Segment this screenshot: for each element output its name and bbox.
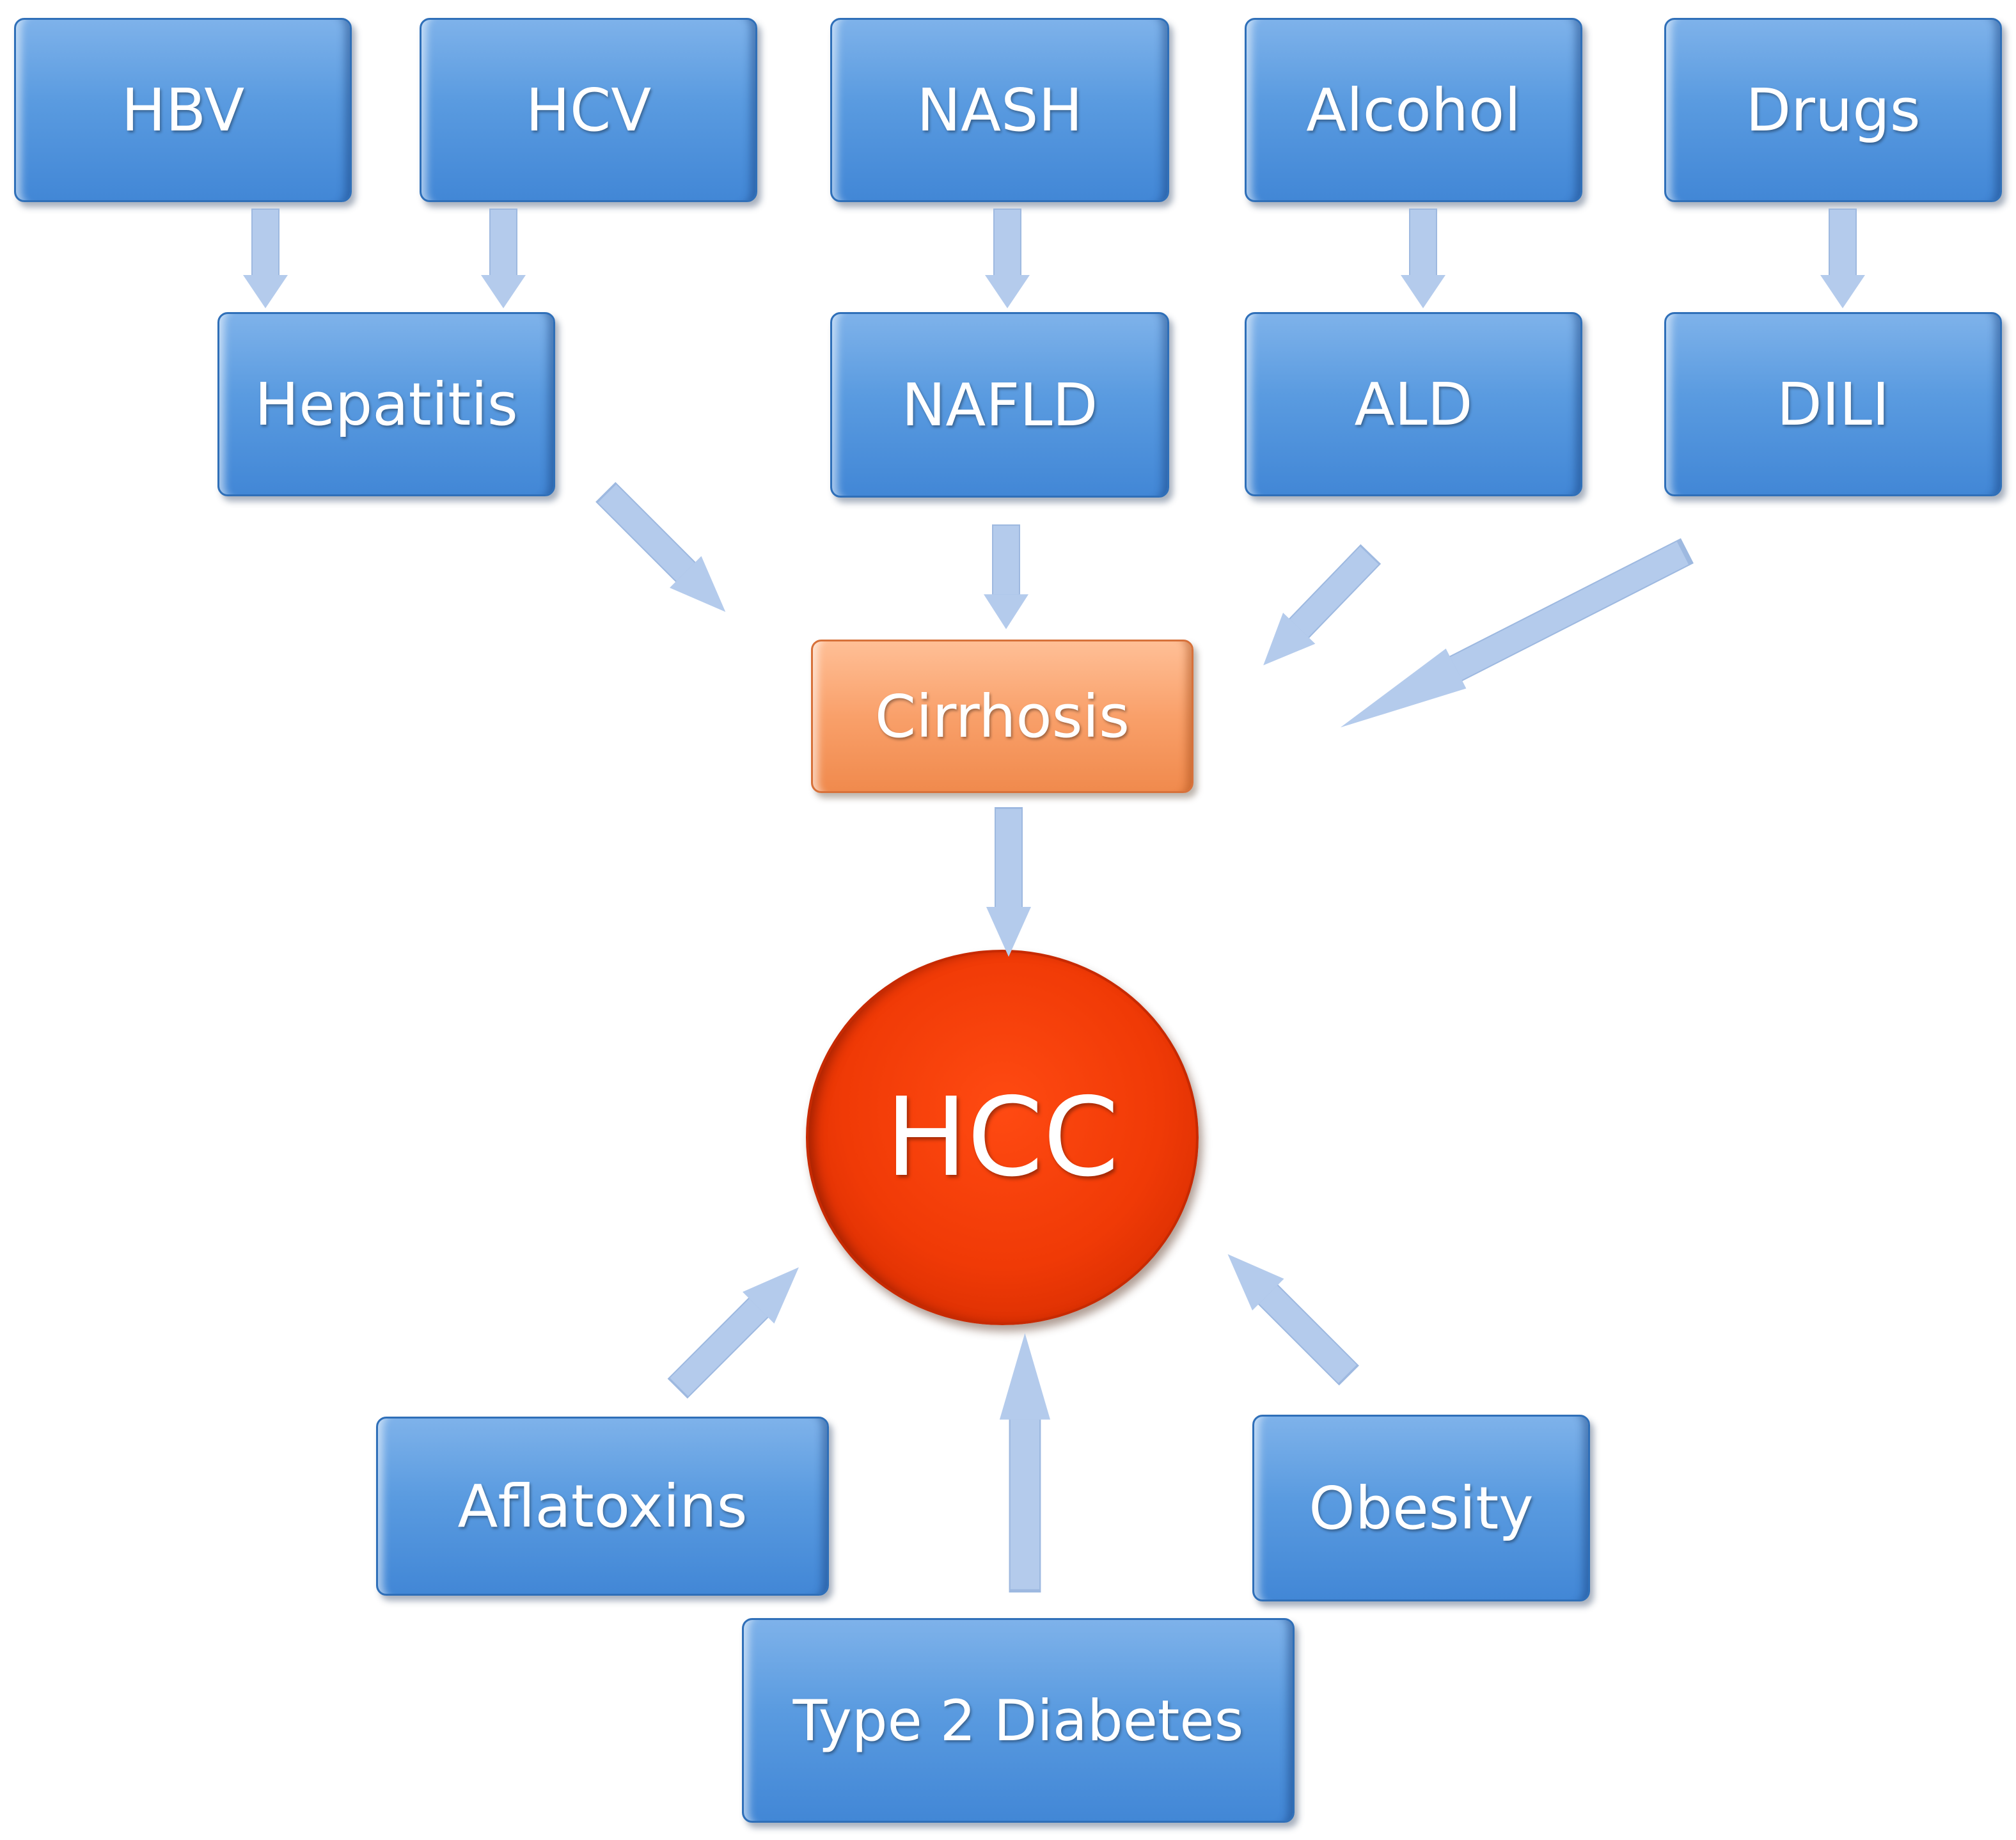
- aflatoxins-box: Aflatoxins: [376, 1417, 829, 1596]
- dili-box: DILI: [1664, 312, 2002, 496]
- hcv-box: HCV: [420, 18, 757, 202]
- hbv-label: HBV: [121, 75, 245, 145]
- hcc-circle: HCC: [806, 950, 1199, 1325]
- hbv-box: HBV: [14, 18, 352, 202]
- arrow-hepatitis-to-cirrhosis: [590, 476, 742, 628]
- ald-box: ALD: [1245, 312, 1582, 496]
- alcohol-box: Alcohol: [1245, 18, 1582, 202]
- nash-box: NASH: [830, 18, 1169, 202]
- nafld-box: NAFLD: [830, 312, 1169, 498]
- arrow-cirrhosis-to-hcc: [986, 807, 1031, 957]
- arrow-dili-to-cirrhosis: [1330, 531, 1697, 748]
- dili-label: DILI: [1776, 370, 1890, 439]
- nash-label: NASH: [917, 75, 1083, 145]
- type2-diabetes-box: Type 2 Diabetes: [742, 1618, 1295, 1823]
- alcohol-label: Alcohol: [1306, 75, 1521, 145]
- hepatitis-box: Hepatitis: [217, 312, 555, 496]
- arrow-hbv-to-hepatitis: [243, 208, 288, 308]
- arrow-ald-to-cirrhosis: [1247, 539, 1387, 681]
- arrow-alcohol-to-ald: [1401, 208, 1445, 308]
- arrow-hcv-to-hepatitis: [481, 208, 526, 308]
- obesity-label: Obesity: [1309, 1474, 1534, 1543]
- type2-diabetes-label: Type 2 Diabetes: [792, 1687, 1244, 1754]
- hepatitis-label: Hepatitis: [255, 370, 518, 439]
- cirrhosis-label: Cirrhosis: [874, 682, 1130, 751]
- obesity-box: Obesity: [1252, 1415, 1590, 1601]
- cirrhosis-box: Cirrhosis: [811, 640, 1193, 793]
- arrow-nafld-to-cirrhosis: [984, 524, 1028, 629]
- arrow-aflatoxins-to-hcc: [662, 1251, 815, 1404]
- arrow-nash-to-nafld: [985, 208, 1030, 308]
- nafld-label: NAFLD: [901, 370, 1098, 439]
- arrow-drugs-to-dili: [1820, 208, 1865, 308]
- ald-label: ALD: [1354, 370, 1473, 439]
- aflatoxins-label: Aflatoxins: [457, 1472, 748, 1541]
- drugs-box: Drugs: [1664, 18, 2002, 202]
- arrow-type2-diabetes-to-hcc: [999, 1333, 1050, 1592]
- arrow-obesity-to-hcc: [1211, 1238, 1365, 1391]
- hcc-label: HCC: [885, 1074, 1119, 1201]
- hcv-label: HCV: [525, 75, 652, 145]
- drugs-label: Drugs: [1745, 75, 1921, 145]
